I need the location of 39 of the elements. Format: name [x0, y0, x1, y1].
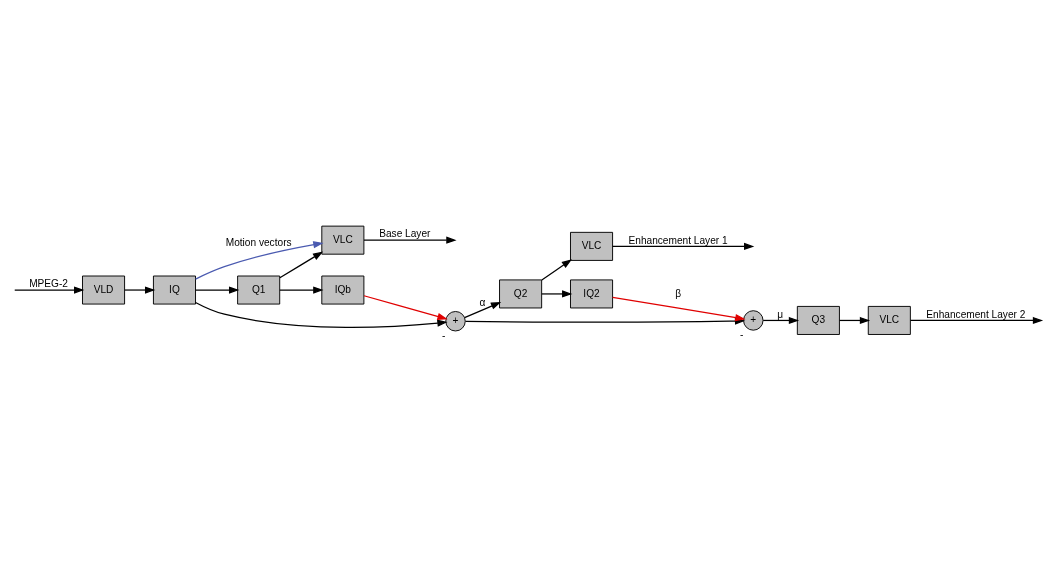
arrow	[363, 294, 448, 320]
arrow	[541, 289, 573, 298]
arrow	[762, 316, 800, 324]
edge-label: MPEG-2	[29, 277, 68, 289]
arrow	[838, 316, 871, 324]
arrow	[463, 301, 502, 318]
arrow	[14, 285, 85, 294]
edge-label: μ	[777, 308, 784, 320]
arrow	[194, 301, 448, 328]
node-box: Q2	[499, 278, 543, 308]
arrow	[279, 251, 324, 278]
node-box: Q1	[237, 275, 281, 305]
node-box: VLC	[867, 305, 911, 335]
edge-label: β	[675, 287, 681, 299]
edge-label: Base Layer	[379, 227, 431, 239]
node-box: Q3	[796, 305, 840, 335]
edge-label: Motion vectors	[225, 236, 292, 248]
arrow	[124, 285, 156, 294]
arrow	[195, 240, 324, 280]
node-box: VLD	[82, 275, 126, 305]
node-box: IQb	[321, 275, 365, 305]
node-label: -	[442, 329, 446, 341]
node-circle: +	[743, 309, 764, 331]
arrow	[541, 258, 573, 281]
node-label: -	[739, 328, 744, 340]
edge-label: Enhancement Layer 1	[628, 234, 728, 246]
edge-label: Enhancement Layer 2	[926, 308, 1026, 320]
node-box: VLC	[321, 225, 365, 255]
node-circle: +	[445, 310, 466, 331]
node-box: IQ	[152, 275, 196, 305]
node-box: IQ2	[570, 278, 614, 308]
edge-label: α	[479, 296, 486, 308]
arrow	[611, 242, 755, 250]
arrow	[279, 285, 324, 294]
arrow	[611, 296, 746, 321]
arrow	[195, 285, 240, 294]
arrow	[363, 236, 457, 244]
node-box: VLC	[570, 231, 614, 261]
arrow	[909, 316, 1044, 324]
